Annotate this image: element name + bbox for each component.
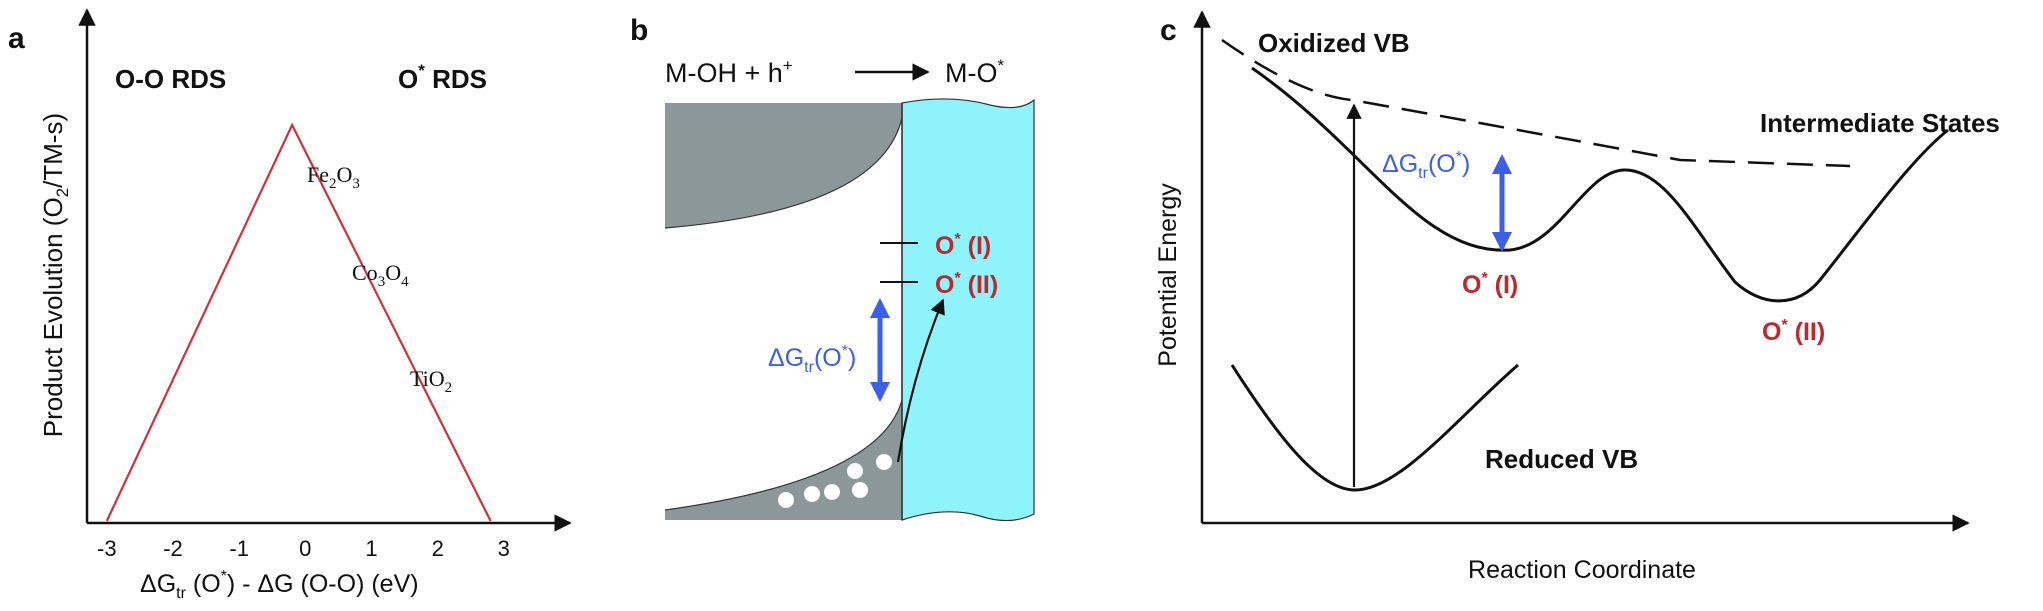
min-label-1: O* (I): [1462, 270, 1518, 299]
panel-a-region-right: O* RDS: [398, 61, 487, 94]
min-label-2: O* (II): [1762, 317, 1825, 346]
x-tick-label: 0: [299, 536, 311, 561]
reaction-left: M-OH + h+: [665, 56, 793, 88]
hole: [876, 454, 892, 470]
dg-label-c: ΔGtr(O*): [1382, 149, 1470, 182]
panel-a-series-line: [105, 122, 492, 522]
panel-c-y-axis-label: Potential Energy: [1154, 183, 1182, 367]
panel-c-x-axis-label: Reaction Coordinate: [1468, 556, 1696, 584]
upper-band: [665, 103, 902, 228]
panel-a-x-axis-label: ΔGtr (O*) - ΔG (O-O) (eV): [140, 568, 419, 602]
compound-label-fe2o3: Fe2O3: [307, 162, 360, 192]
panel-b-letter: b: [630, 14, 648, 47]
compound-label-co3o4: Co3O4: [352, 260, 409, 290]
holes: [778, 454, 892, 508]
hole: [847, 463, 863, 479]
dg-label-b: ΔGtr(O*): [768, 343, 856, 376]
intermediate-states-label: Intermediate States: [1760, 108, 2000, 138]
compound-label-tio2: TiO2: [410, 366, 452, 396]
level-label-1: O* (I): [935, 231, 991, 260]
panel-a-region-left: O-O RDS: [115, 64, 226, 94]
panel-a-y-axis-label: Product Evolution (O2/TM-s): [38, 113, 72, 437]
panel-a-x-tick-labels: -3 -2 -1 0 1 2 3: [97, 536, 510, 561]
x-tick-label: 2: [432, 536, 444, 561]
oxidized-vb-label: Oxidized VB: [1258, 28, 1410, 58]
x-tick-label: 3: [498, 536, 510, 561]
lower-band-edge: [664, 399, 903, 511]
reduced-vb-curve: [1230, 363, 1519, 492]
x-tick-label: 1: [365, 536, 377, 561]
upper-band-edge: [664, 117, 903, 229]
lower-band: [665, 400, 902, 520]
x-tick-label: -1: [229, 536, 249, 561]
panel-b: b M-OH + h+ M-O* O* (I) O* (II) ΔGtr(: [630, 14, 1035, 522]
oxidized-vb-curve: [1221, 38, 1851, 168]
reaction-right: M-O*: [945, 56, 1004, 88]
panel-a-letter: a: [8, 22, 25, 55]
hole: [778, 492, 794, 508]
x-tick-label: -2: [163, 536, 183, 561]
hole: [804, 486, 820, 502]
reduced-vb-label: Reduced VB: [1485, 444, 1638, 474]
transfer-arrow: [896, 298, 945, 463]
x-tick-label: -3: [97, 536, 117, 561]
hole: [824, 484, 840, 500]
intermediate-states-curve: [1251, 66, 1949, 303]
electrolyte: [901, 98, 1035, 522]
hole: [852, 482, 868, 498]
panel-c: c ΔGtr(O*) Oxidized VB Intermediate Stat…: [1154, 10, 2000, 584]
level-label-2: O* (II): [935, 270, 998, 299]
panel-c-letter: c: [1160, 14, 1177, 47]
